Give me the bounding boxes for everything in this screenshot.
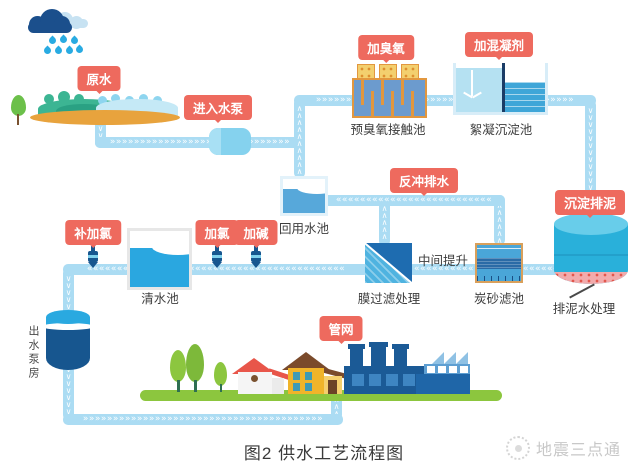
pipe-riser-to-ozone: ∧ ∧ ∧ ∧ ∧ ∧ ∧ ∧ ∧ ∧ ∧	[294, 98, 305, 178]
city-tree-icon	[214, 362, 227, 392]
injector-chlorine	[212, 246, 222, 268]
factory	[344, 342, 424, 394]
rain-cloud-icon	[28, 8, 76, 34]
bubble-re-chlorinate: 补加氯	[65, 220, 121, 248]
sludge-water-tank	[554, 213, 628, 285]
pipe-carbon-to-membrane: ««««««««««	[408, 264, 480, 275]
bubble-backwash-drain: 反冲排水	[389, 168, 459, 196]
bubble-enter-pump: 进入水泵	[183, 95, 253, 123]
injector-alkali	[251, 246, 261, 268]
pre-ozone-contact-tank	[352, 78, 427, 118]
raindrop-icon	[42, 45, 53, 56]
ozone-diffuser	[379, 64, 397, 81]
pipe-top-run: »»»»»»»»»»»»»»»»»»»»»»»»»»»»»»»»»»»»»»»»…	[294, 95, 596, 106]
bubble-settle-sludge: 沉淀排泥	[554, 190, 626, 218]
figure-caption: 图2 供水工艺流程图	[243, 444, 405, 463]
watermark: 地震三点通	[506, 436, 621, 460]
flocculation-sedimentation-tank	[453, 63, 548, 115]
injector-re-chlorinate	[88, 246, 98, 268]
pipe-bottom-run: »»»»»»»»»»»»»»»»»»»»»»»»»»»»»»»»»»»»»»»»	[63, 414, 343, 425]
watermark-text: 地震三点通	[536, 442, 622, 459]
label-clear-tank: 清水池	[141, 292, 179, 306]
label-membrane: 膜过滤处理	[357, 292, 421, 306]
clear-water-tank	[127, 228, 192, 290]
factory-building	[416, 350, 470, 394]
bubble-add-ozone: 加臭氧	[358, 35, 414, 63]
raw-water-lake	[28, 88, 183, 128]
bubble-raw-water: 原水	[77, 66, 121, 94]
intake-pump	[209, 128, 251, 155]
tree-icon	[11, 95, 27, 125]
mixer-icon	[471, 70, 473, 96]
raindrop-icon	[64, 45, 75, 56]
pipe-sludge-to-carbon: «««««««	[518, 264, 570, 275]
city-tree-icon	[170, 350, 186, 392]
carbon-sand-filter	[475, 243, 523, 283]
reuse-water-tank	[280, 176, 328, 216]
bubble-add-alkali: 加碱	[234, 220, 278, 248]
house-yellow	[282, 352, 347, 394]
watermark-logo-icon	[506, 436, 530, 460]
raindrop-icon	[53, 45, 64, 56]
outlet-pump-cylinder	[46, 310, 90, 372]
raindrop-icon	[74, 44, 85, 55]
pipe-intake-run: »»»»»»»»»»»»»»»»»»»»»»»»»»»»»»	[95, 137, 305, 148]
label-pre-ozone-tank: 预臭氧接触池	[350, 123, 426, 137]
sludge-label-line	[569, 283, 595, 299]
label-mid-lift: 中间提升	[417, 254, 469, 268]
raindrop-icon	[58, 34, 69, 45]
pipe-backwash-run: ««««««««««««««««««««««««««	[323, 195, 505, 206]
label-sludge-treat: 排泥水处理	[552, 302, 616, 316]
raindrop-icon	[69, 35, 80, 46]
ozone-diffuser	[357, 64, 375, 81]
house-white	[232, 358, 293, 394]
grass-strip	[140, 390, 502, 401]
raindrop-icon	[47, 35, 58, 46]
outlet-pump-house-label: 出水泵房	[27, 325, 39, 381]
pipe-membrane-to-clear: ««««««««««««««««««««««««««««««««««««««««…	[63, 264, 369, 275]
membrane-filter	[365, 243, 412, 283]
label-carbon-sand: 炭砂滤池	[473, 292, 525, 306]
city-tree-icon	[186, 344, 204, 392]
label-floc-tank: 絮凝沉淀池	[469, 123, 533, 137]
bubble-pipe-network: 管网	[319, 316, 363, 344]
bubble-add-chlorine: 加氯	[195, 220, 239, 248]
bubble-add-coagulant: 加混凝剂	[464, 32, 534, 60]
label-reuse-tank: 回用水池	[278, 222, 330, 236]
